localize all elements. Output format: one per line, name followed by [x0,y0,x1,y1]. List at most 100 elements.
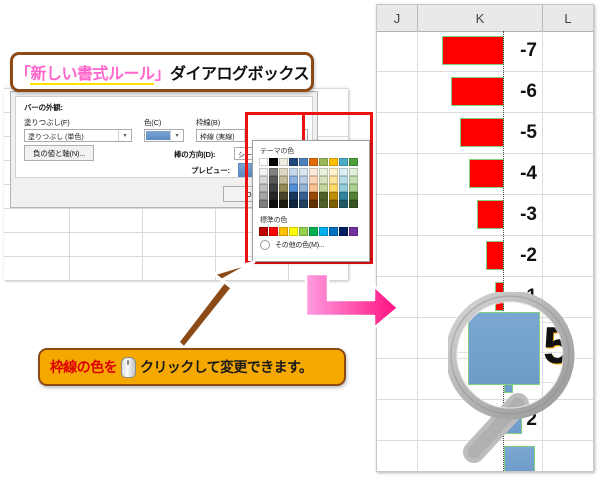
theme-color-swatch[interactable] [299,168,308,176]
theme-color-swatch[interactable] [269,158,278,166]
theme-color-swatch[interactable] [299,184,308,192]
theme-color-swatch[interactable] [279,184,288,192]
cell-k[interactable]: -2 [418,236,543,276]
cell-l[interactable] [543,277,593,317]
chevron-down-icon[interactable]: ▾ [170,130,183,141]
theme-color-swatch[interactable] [269,192,278,200]
theme-color-swatch[interactable] [279,158,288,166]
theme-color-swatch[interactable] [309,158,318,166]
theme-color-swatch[interactable] [309,192,318,200]
theme-color-swatch[interactable] [309,176,318,184]
table-row[interactable]: -5 [377,113,593,154]
cell-k[interactable]: -4 [418,154,543,194]
cell-k[interactable]: -5 [418,113,543,153]
cell-k[interactable] [418,441,543,471]
cell-j[interactable] [377,31,418,71]
standard-colors-palette[interactable] [259,227,369,236]
cell-j[interactable] [377,72,418,112]
theme-color-swatch[interactable] [269,168,278,176]
theme-color-swatch[interactable] [319,158,328,166]
theme-color-swatch[interactable] [319,192,328,200]
theme-color-swatch[interactable] [259,176,268,184]
fill-color-swatch-button[interactable]: ▾ [144,129,184,142]
theme-color-swatch[interactable] [349,176,358,184]
theme-color-swatch[interactable] [279,192,288,200]
table-row[interactable]: 2 [377,400,593,441]
column-header-k[interactable]: K [418,5,543,31]
theme-color-swatch[interactable] [339,200,348,208]
cell-k[interactable]: -7 [418,31,543,71]
fill-type-combo[interactable]: 塗りつぶし (単色) ▾ [24,129,132,142]
theme-color-swatch[interactable] [349,200,358,208]
cell-l[interactable] [543,31,593,71]
cell-l[interactable] [543,113,593,153]
theme-color-swatch[interactable] [329,192,338,200]
theme-color-swatch[interactable] [319,184,328,192]
cell-l[interactable] [543,195,593,235]
cell-j[interactable] [377,318,418,358]
negative-value-axis-button[interactable]: 負の値と軸(N)... [24,145,94,161]
theme-color-swatch[interactable] [349,192,358,200]
theme-colors-palette[interactable] [259,158,369,208]
cell-k[interactable]: -6 [418,72,543,112]
theme-color-swatch[interactable] [339,158,348,166]
theme-color-swatch[interactable] [279,176,288,184]
cell-j[interactable] [377,400,418,440]
standard-color-swatch[interactable] [329,227,338,236]
theme-color-swatch[interactable] [349,184,358,192]
cell-k[interactable]: -3 [418,195,543,235]
standard-color-swatch[interactable] [309,227,318,236]
theme-color-swatch[interactable] [309,168,318,176]
cell-l[interactable] [543,236,593,276]
cell-j[interactable] [377,195,418,235]
theme-color-swatch[interactable] [309,184,318,192]
theme-color-swatch[interactable] [329,200,338,208]
theme-color-swatch[interactable] [259,168,268,176]
theme-color-swatch[interactable] [289,192,298,200]
standard-color-swatch[interactable] [349,227,358,236]
theme-color-swatch[interactable] [329,176,338,184]
theme-color-swatch[interactable] [349,158,358,166]
table-row[interactable] [377,441,593,471]
theme-color-swatch[interactable] [309,200,318,208]
theme-color-swatch[interactable] [339,176,348,184]
standard-color-swatch[interactable] [269,227,278,236]
table-row[interactable]: -7 [377,31,593,72]
cell-l[interactable] [543,72,593,112]
theme-color-swatch[interactable] [339,168,348,176]
theme-color-swatch[interactable] [279,200,288,208]
cell-j[interactable] [377,441,418,471]
more-colors-menu-item[interactable]: その他の色(M)... [260,240,369,250]
cell-j[interactable] [377,236,418,276]
standard-color-swatch[interactable] [299,227,308,236]
cell-l[interactable] [543,154,593,194]
theme-color-swatch[interactable] [289,200,298,208]
theme-color-swatch[interactable] [329,184,338,192]
theme-color-swatch[interactable] [269,200,278,208]
theme-color-swatch[interactable] [299,200,308,208]
theme-color-swatch[interactable] [259,192,268,200]
table-row[interactable]: -6 [377,72,593,113]
theme-color-swatch[interactable] [269,184,278,192]
standard-color-swatch[interactable] [259,227,268,236]
theme-color-swatch[interactable] [259,158,268,166]
theme-color-swatch[interactable] [299,192,308,200]
theme-color-swatch[interactable] [329,158,338,166]
theme-color-swatch[interactable] [289,184,298,192]
standard-color-swatch[interactable] [339,227,348,236]
theme-color-swatch[interactable] [289,158,298,166]
theme-color-swatch[interactable] [299,158,308,166]
table-row[interactable]: -4 [377,154,593,195]
cell-j[interactable] [377,277,418,317]
standard-color-swatch[interactable] [289,227,298,236]
theme-color-swatch[interactable] [339,192,348,200]
cell-l[interactable] [543,400,593,440]
theme-color-swatch[interactable] [289,168,298,176]
column-header-j[interactable]: J [377,5,418,31]
chevron-down-icon[interactable]: ▾ [118,130,131,141]
theme-color-swatch[interactable] [349,168,358,176]
column-header-l[interactable]: L [564,10,572,26]
standard-color-swatch[interactable] [279,227,288,236]
standard-color-swatch[interactable] [319,227,328,236]
cell-l[interactable] [543,441,593,471]
